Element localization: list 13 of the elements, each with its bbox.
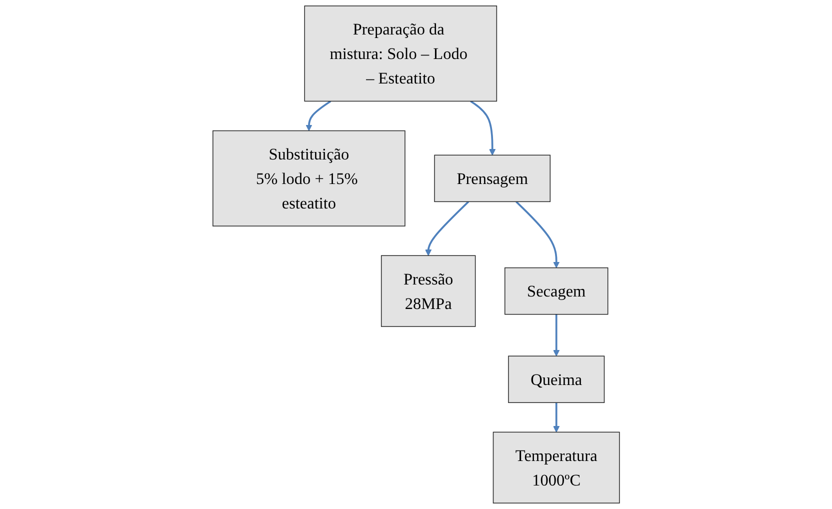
node-box: Preparação da mistura: Solo – Lodo – Esteatito xyxy=(304,6,497,102)
arrow xyxy=(470,100,496,156)
node-box: Queima xyxy=(508,356,604,403)
node-box: Prensagem xyxy=(434,154,550,202)
node-box: Temperatura 1000ºC xyxy=(492,432,620,504)
arrow xyxy=(306,100,331,132)
arrow xyxy=(515,201,560,268)
node-box: Substituição 5% lodo + 15% esteatito xyxy=(212,130,406,226)
arrow xyxy=(424,201,469,256)
node-box: Pressão 28MPa xyxy=(380,255,476,327)
arrow xyxy=(552,314,560,356)
arrow xyxy=(552,402,560,432)
node-box: Secagem xyxy=(504,267,608,315)
